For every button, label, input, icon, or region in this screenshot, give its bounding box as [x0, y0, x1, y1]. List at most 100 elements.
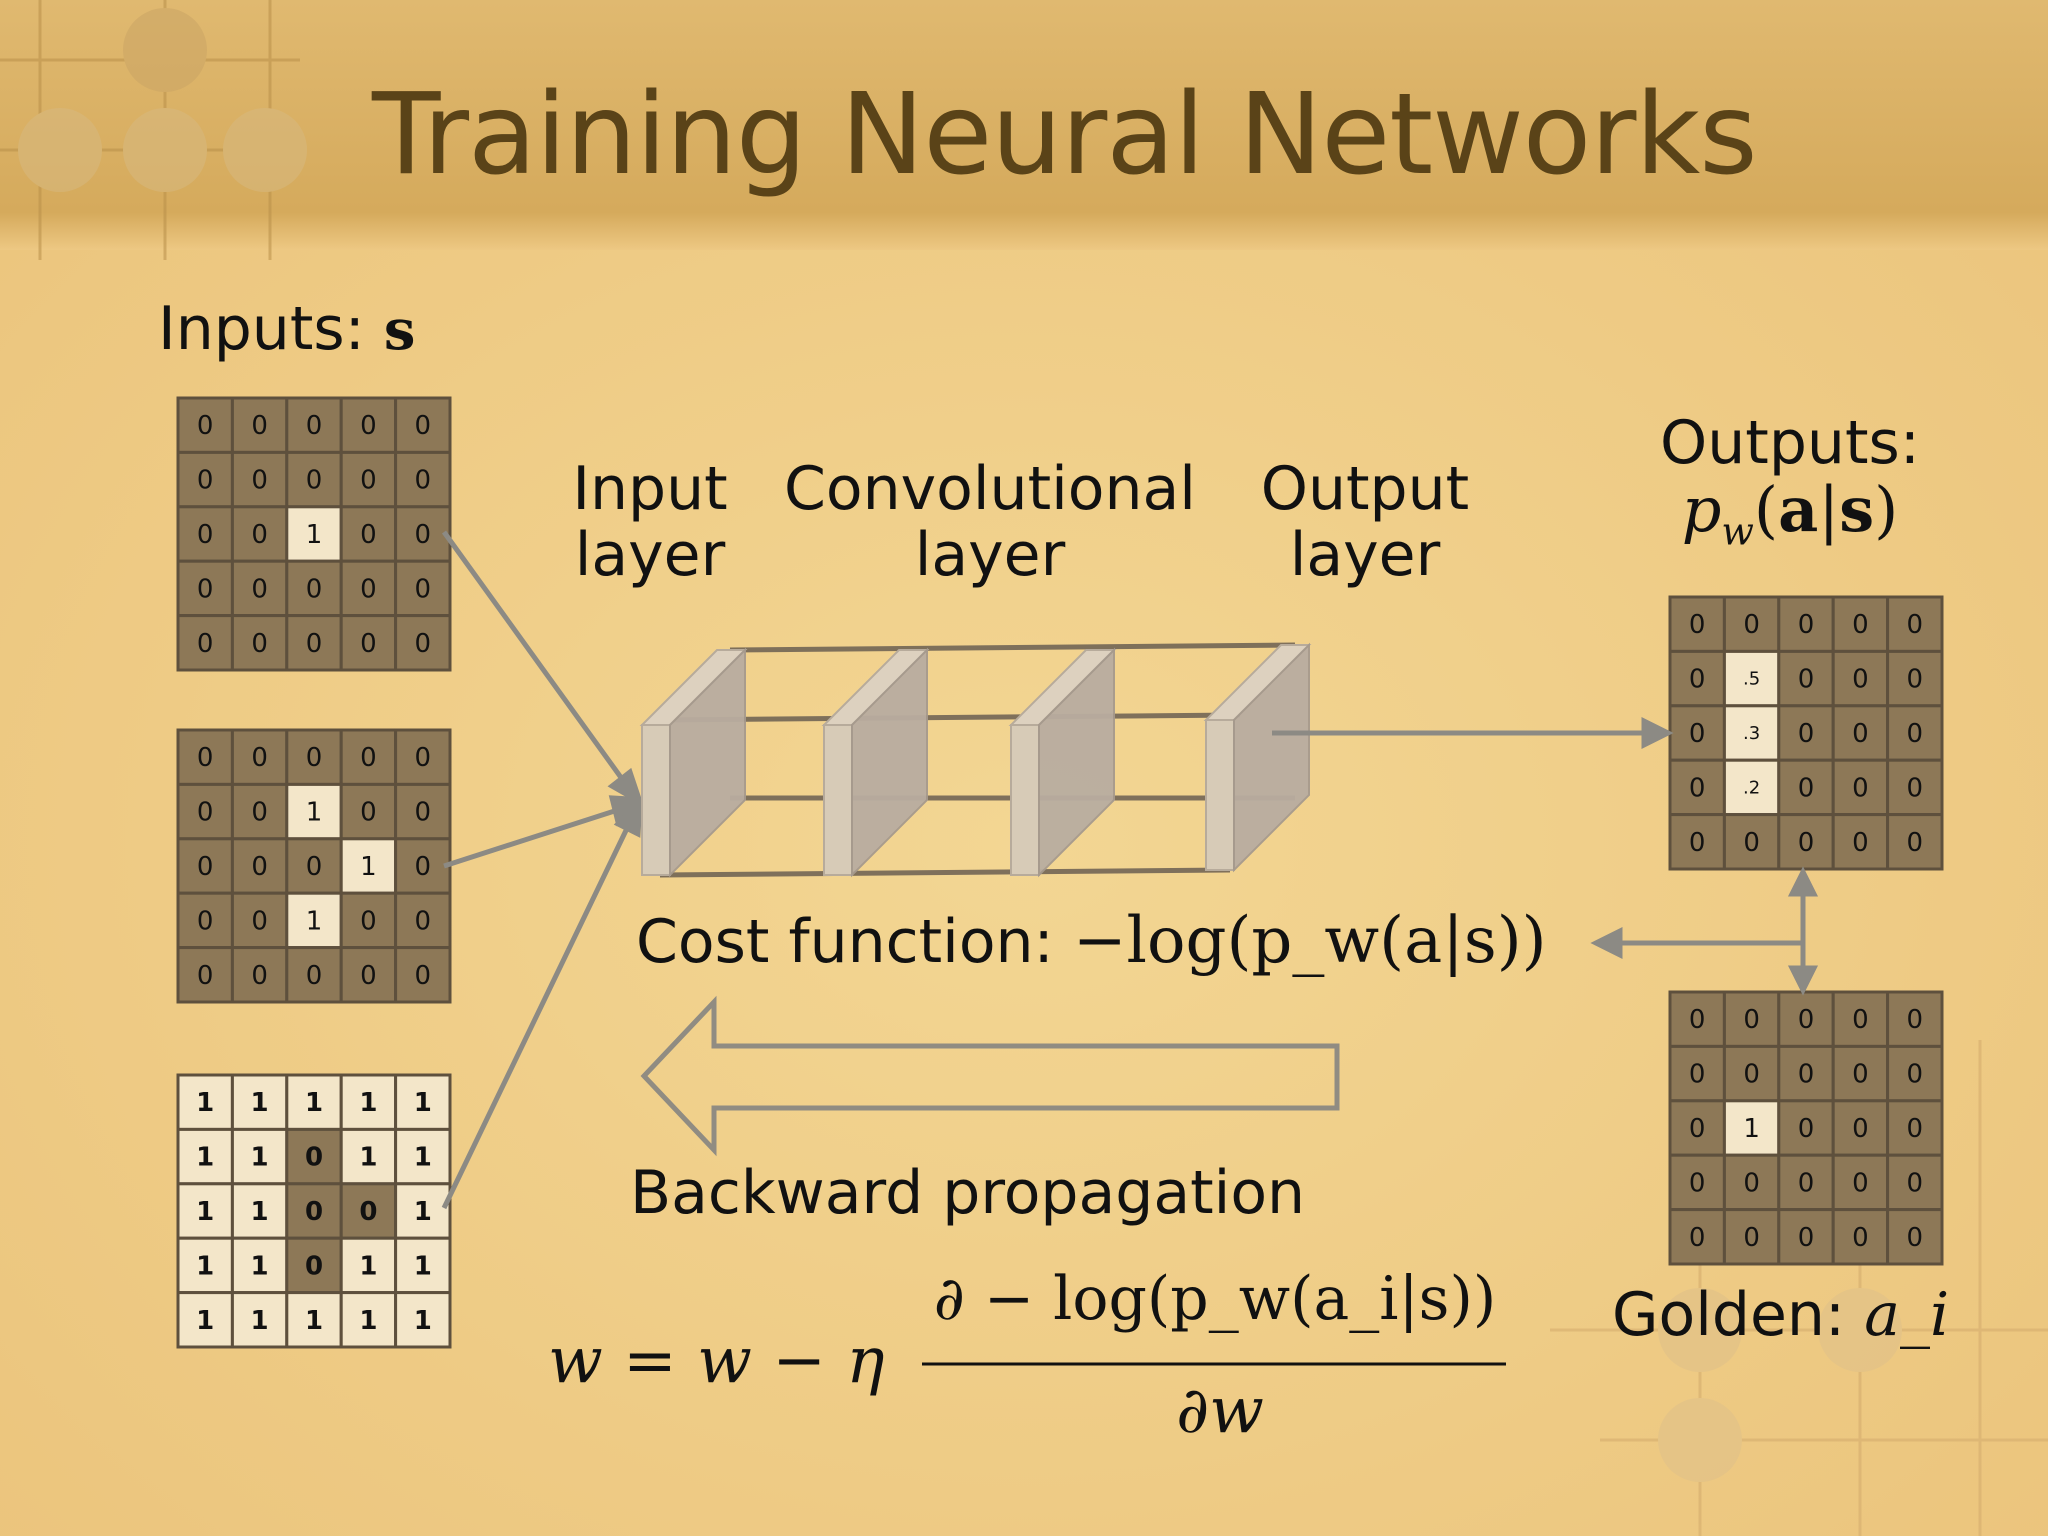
grid-cell-value: 1 — [359, 1306, 377, 1336]
grid-cell-value: 1 — [414, 1197, 432, 1227]
grid-cell-value: 1 — [414, 1306, 432, 1336]
grid-cell-value: 0 — [415, 629, 432, 659]
grid-cell — [285, 614, 343, 672]
grid-cell — [176, 837, 234, 895]
grid-cell-value: 1 — [196, 1088, 214, 1118]
grid-cell — [230, 614, 289, 672]
grid-cell — [1886, 758, 1944, 817]
grid-cell-value: 1 — [1743, 1114, 1760, 1144]
grid-cell — [1722, 1153, 1781, 1212]
grid-cell-value: 0 — [360, 798, 377, 828]
output-layer-label: Output layer — [1260, 454, 1470, 590]
grid-cell-value: 0 — [360, 629, 377, 659]
grid-cell-value: 0 — [360, 411, 377, 441]
grid-cell-value: 0 — [1798, 1060, 1815, 1090]
grid-cell — [394, 728, 452, 786]
grid-cell-value: 0 — [1798, 1005, 1815, 1035]
grid-cell — [230, 1073, 289, 1131]
cost-function-label: Cost function: −log(p_w(a|s)) — [636, 904, 1547, 978]
convolutional-layer-label: Convolutional layer — [784, 454, 1196, 590]
grid-cell — [394, 1291, 452, 1349]
grid-cell-value: 0 — [1798, 1223, 1815, 1253]
grid-cell — [1831, 1208, 1890, 1266]
grid-cell-value: 0 — [1798, 665, 1815, 695]
grid-cell-value: 0 — [251, 961, 268, 991]
arrow-head-input3 — [613, 795, 643, 838]
grid-cell — [1722, 1099, 1781, 1157]
grid-cell-value: 0 — [1689, 1114, 1706, 1144]
grid-cell — [230, 782, 289, 841]
grid-cell — [1831, 758, 1890, 817]
grid-cell-value: 0 — [1852, 665, 1869, 695]
grid-cell — [339, 837, 398, 895]
grid-cell-value: 0 — [197, 906, 214, 936]
network-layers — [639, 642, 1312, 878]
grid-cell-value: 0 — [1907, 1168, 1924, 1198]
cost-function-formula: −log(p_w(a|s)) — [1072, 904, 1547, 978]
grid-cell — [1722, 1208, 1781, 1266]
grid-cell-value: 0 — [197, 411, 214, 441]
grid-cell — [1722, 595, 1781, 653]
grid-cell-value: 0 — [1743, 610, 1760, 640]
output-layer-slab — [1203, 642, 1312, 873]
grid-cell-value: 0 — [251, 852, 268, 882]
title-band — [0, 0, 2048, 250]
grid-cell — [176, 1291, 234, 1349]
grid-cell-value: 0 — [1798, 610, 1815, 640]
grid-cell-value: 0 — [251, 629, 268, 659]
grid-cell-value: 0 — [360, 520, 377, 550]
arrow-input1 — [441, 530, 633, 792]
grid-cell-value: 0 — [305, 1143, 323, 1173]
grid-cell-value: 0 — [1907, 1223, 1924, 1253]
grid-cell-value: 0 — [1743, 828, 1760, 858]
grid-cell-value: 0 — [415, 574, 432, 604]
grid-cell-value: 0 — [415, 852, 432, 882]
grid-cell-value: 0 — [415, 798, 432, 828]
grid-cell-value: 0 — [360, 574, 377, 604]
grid-cell — [230, 1127, 289, 1186]
grid-cell-value: 1 — [359, 1088, 377, 1118]
grid-cell-value: 0 — [1907, 610, 1924, 640]
grid-cell — [285, 891, 343, 950]
grid-cell-value: 1 — [306, 906, 323, 936]
grid-cell — [394, 782, 452, 841]
grid-cell — [1722, 758, 1781, 817]
grid-cell — [394, 1182, 452, 1240]
golden-symbol: a_i — [1864, 1280, 1950, 1350]
grid-cell-value: 0 — [415, 906, 432, 936]
grid-cell-value: 0 — [1852, 719, 1869, 749]
grid-cell-value: 0 — [251, 906, 268, 936]
grid-cell-value: 1 — [360, 852, 377, 882]
cost-arrow — [1590, 926, 1803, 960]
grid-cell-value: 0 — [197, 574, 214, 604]
grid-cell-value: 0 — [1852, 828, 1869, 858]
grid-cell-value: 1 — [306, 798, 323, 828]
grid-cell — [1886, 1044, 1944, 1103]
grid-cell-value: 0 — [1907, 1060, 1924, 1090]
grid-cell — [1886, 813, 1944, 871]
grid-cell-value: 0 — [1907, 828, 1924, 858]
grid-cell-value: 0 — [197, 798, 214, 828]
grid-cell-value: 0 — [1852, 773, 1869, 803]
grid-cell — [230, 559, 289, 618]
grid-cell-value: 1 — [359, 1143, 377, 1173]
grid-cell-value: 0 — [306, 743, 323, 773]
grid-cell — [339, 614, 398, 672]
grid-cell-value: 1 — [196, 1143, 214, 1173]
grid-cell-value: 0 — [251, 574, 268, 604]
grid-cell-value: 0 — [1852, 1005, 1869, 1035]
grid-cell — [394, 396, 452, 454]
grid-cell-value: .5 — [1743, 669, 1760, 690]
output-arrow — [1272, 716, 1674, 750]
grid-cell — [1668, 1099, 1726, 1157]
grid-cell-value: 1 — [305, 1306, 323, 1336]
grid-cell-value: 0 — [1743, 1168, 1760, 1198]
grid-cell-value: 0 — [306, 852, 323, 882]
grid-cell-value: 0 — [360, 743, 377, 773]
grid-cell — [176, 891, 234, 950]
grid-cell-value: 0 — [1689, 1168, 1706, 1198]
arrow-input2 — [443, 803, 631, 869]
grid-cell — [1777, 704, 1835, 762]
grid-cell-value: 0 — [197, 743, 214, 773]
